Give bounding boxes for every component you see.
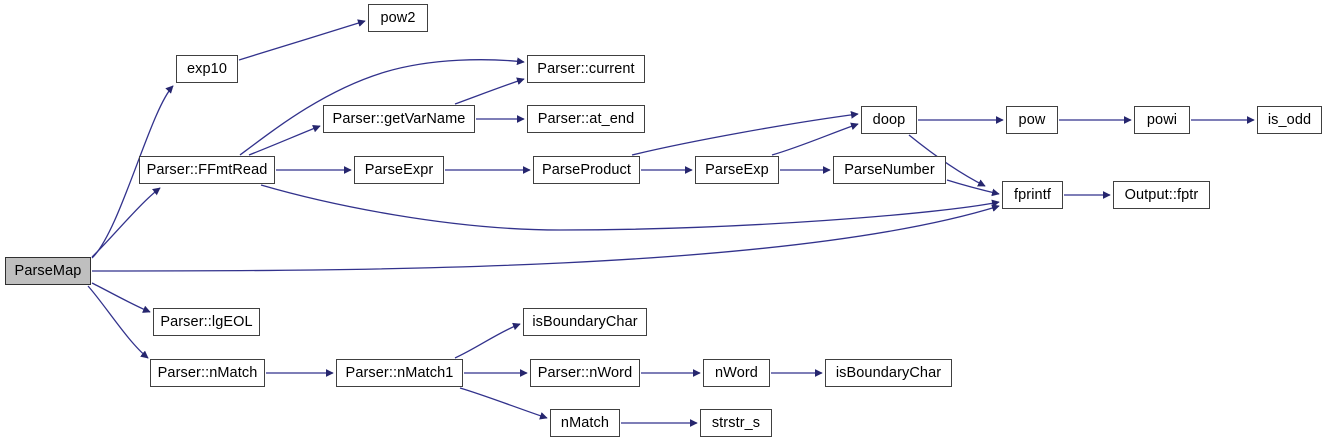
node-label: Parser::nWord [537, 364, 633, 381]
call-graph-node-ParseExp[interactable]: ParseExp [695, 156, 779, 184]
node-label: isBoundaryChar [532, 313, 638, 330]
node-label: Output::fptr [1124, 186, 1199, 203]
call-graph-node-ParserLgEOL[interactable]: Parser::lgEOL [153, 308, 260, 336]
node-label: nMatch [560, 414, 610, 431]
node-label: exp10 [186, 60, 227, 77]
node-label: fprintf [1014, 186, 1051, 203]
call-edge-ParseMap-to-ParserLgEOL [91, 282, 151, 313]
node-label: Parser::at_end [537, 110, 635, 127]
node-label: Parser::FFmtRead [146, 161, 268, 178]
node-label: ParseNumber [844, 161, 935, 178]
call-graph-node-ParseProduct[interactable]: ParseProduct [533, 156, 640, 184]
node-label: Parser::current [537, 60, 635, 77]
call-edge-ParserGetVarName-to-ParserCurrent [454, 77, 525, 105]
call-graph-node-ParseExpr[interactable]: ParseExpr [354, 156, 444, 184]
call-graph-node-is_odd[interactable]: is_odd [1257, 106, 1322, 134]
call-graph-node-ParseNumber[interactable]: ParseNumber [833, 156, 946, 184]
call-graph-node-exp10[interactable]: exp10 [176, 55, 238, 83]
call-graph-node-ParserNMatch1[interactable]: Parser::nMatch1 [336, 359, 463, 387]
call-edge-exp10-to-pow2 [238, 19, 366, 61]
node-label: Parser::lgEOL [160, 313, 253, 330]
call-graph-node-isBoundaryCharTop[interactable]: isBoundaryChar [523, 308, 647, 336]
call-graph-node-ParserNMatch[interactable]: Parser::nMatch [150, 359, 265, 387]
node-label: isBoundaryChar [835, 364, 942, 381]
call-graph-node-doop[interactable]: doop [861, 106, 917, 134]
node-label: strstr_s [711, 414, 761, 431]
call-edge-ParserNMatch1-to-isBoundaryCharTop [454, 322, 521, 359]
call-graph-node-OutputFptr[interactable]: Output::fptr [1113, 181, 1210, 209]
node-label: ParseExpr [364, 161, 434, 178]
call-edge-ParseMap-to-ParserFFmtRead [91, 187, 161, 258]
call-graph-node-ParserCurrent[interactable]: Parser::current [527, 55, 645, 83]
call-graph-node-nWord[interactable]: nWord [703, 359, 770, 387]
call-edge-ParseProduct-to-doop [631, 111, 859, 156]
node-label: pow2 [380, 9, 416, 26]
node-label: doop [872, 111, 906, 128]
call-graph-node-pow2[interactable]: pow2 [368, 4, 428, 32]
call-graph-node-ParserGetVarName[interactable]: Parser::getVarName [323, 105, 475, 133]
call-graph-node-strstr_s[interactable]: strstr_s [700, 409, 772, 437]
call-graph-node-pow[interactable]: pow [1006, 106, 1058, 134]
call-edge-ParserNMatch1-to-nMatch [459, 387, 548, 420]
call-edge-ParserFFmtRead-to-fprintf [260, 184, 1000, 231]
call-edge-ParseExp-to-doop [771, 122, 859, 156]
node-label: nWord [715, 364, 758, 381]
call-edge-ParseNumber-to-fprintf [946, 179, 1000, 197]
call-graph-node-ParserAtEnd[interactable]: Parser::at_end [527, 105, 645, 133]
node-label: Parser::getVarName [332, 110, 466, 127]
call-graph-node-ParseMap[interactable]: ParseMap [5, 257, 91, 285]
call-edge-ParserFFmtRead-to-ParserGetVarName [248, 124, 321, 156]
call-graph-node-ParserFFmtRead[interactable]: Parser::FFmtRead [139, 156, 275, 184]
node-label: ParseMap [14, 262, 82, 279]
call-graph-node-isBoundaryCharRight[interactable]: isBoundaryChar [825, 359, 952, 387]
call-graph-node-powi[interactable]: powi [1134, 106, 1190, 134]
node-label: is_odd [1267, 111, 1312, 128]
call-edge-ParseMap-to-ParserNMatch [87, 285, 149, 359]
call-graph-node-nMatch[interactable]: nMatch [550, 409, 620, 437]
node-label: pow [1018, 111, 1046, 128]
node-label: Parser::nMatch1 [345, 364, 454, 381]
node-label: powi [1146, 111, 1178, 128]
node-label: ParseProduct [541, 161, 632, 178]
node-label: ParseExp [705, 161, 769, 178]
call-graph-node-ParserNWord[interactable]: Parser::nWord [530, 359, 640, 387]
call-edge-ParseMap-to-fprintf [91, 204, 1000, 272]
call-graph-node-fprintf[interactable]: fprintf [1002, 181, 1063, 209]
node-label: Parser::nMatch [157, 364, 258, 381]
